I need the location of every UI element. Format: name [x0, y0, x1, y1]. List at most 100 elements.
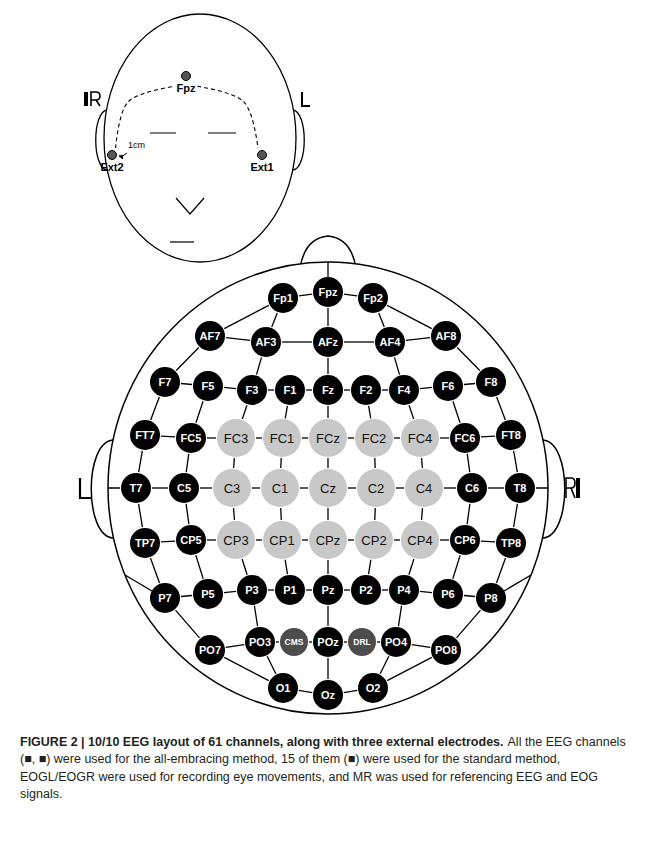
- eeg-electrode: CMS: [280, 628, 308, 656]
- electrode-label: Fpz: [177, 83, 196, 94]
- grid-line: [196, 401, 203, 423]
- electrode-label: P6: [441, 589, 454, 600]
- grid-line: [481, 435, 495, 437]
- eeg-electrode: AF4: [375, 327, 405, 357]
- electrode-label: C6: [465, 483, 479, 494]
- electrode-label: AF7: [200, 331, 221, 342]
- grid-line: [282, 341, 312, 342]
- eeg-electrode: P3: [237, 575, 267, 605]
- grid-line: [224, 305, 269, 328]
- electrode-label: P8: [484, 593, 497, 604]
- eeg-electrode: F5: [193, 371, 223, 401]
- grid-line: [161, 540, 175, 542]
- eeg-electrode: T8: [505, 473, 535, 503]
- ear-clip-symbol: [91, 92, 100, 106]
- grid-line: [409, 405, 414, 419]
- electrode-label: F3: [246, 385, 259, 396]
- electrode-label: PO8: [435, 645, 457, 656]
- eeg-electrode: O1: [268, 673, 298, 703]
- grid-line: [467, 504, 470, 524]
- grid-line: [302, 539, 308, 540]
- eeg-electrode: Fz: [313, 375, 343, 405]
- electrode-label: P2: [359, 585, 372, 596]
- eeg-electrode: FC4: [401, 419, 439, 457]
- grid-line: [464, 383, 475, 384]
- eeg-electrode: F3: [237, 375, 267, 405]
- eeg-electrode: POz: [313, 627, 343, 657]
- grid-line: [181, 383, 192, 384]
- grid-line: [186, 504, 189, 524]
- grid-line: [440, 539, 449, 540]
- eeg-electrode: FC1: [263, 419, 301, 457]
- eeg-electrode: TP8: [496, 528, 526, 558]
- electrode-label: F2: [360, 385, 373, 396]
- eeg-electrode: CPz: [309, 521, 347, 559]
- grid-line: [280, 458, 282, 468]
- eeg-electrode: FC5: [176, 423, 206, 453]
- grid-line: [464, 595, 475, 596]
- ear-clip-symbol: [576, 478, 580, 498]
- grid-line: [327, 406, 328, 418]
- grid-line: [242, 559, 247, 575]
- electrode-label: C2: [368, 482, 385, 495]
- head-outline: [108, 262, 548, 714]
- electrode-label: F1: [284, 385, 297, 396]
- electrode-label: C4: [416, 482, 433, 495]
- grid-line: [396, 487, 404, 488]
- electrode-label: CP6: [454, 535, 475, 546]
- electrode-label: CP5: [180, 535, 201, 546]
- mouth-line: [170, 241, 194, 242]
- eeg-electrode: F4: [389, 375, 419, 405]
- eeg-electrode: AF3: [251, 327, 281, 357]
- eeg-electrode: FC6: [450, 423, 480, 453]
- eeg-electrode: F1: [275, 375, 305, 405]
- grid-line: [139, 451, 143, 472]
- eeg-electrode: CP5: [176, 525, 206, 555]
- electrode-label: P7: [158, 593, 171, 604]
- grid-line: [139, 504, 143, 527]
- electrode-label: O2: [366, 683, 381, 694]
- eeg-electrode: P5: [193, 579, 223, 609]
- grid-line: [268, 389, 274, 390]
- grid-line: [374, 458, 376, 468]
- eeg-electrode: FT8: [496, 420, 526, 450]
- electrode-label: F5: [202, 381, 215, 392]
- electrode-label: Cz: [320, 482, 336, 495]
- reference-line: [108, 262, 548, 591]
- grid-line: [497, 397, 506, 420]
- grid-line: [272, 313, 277, 327]
- eeg-electrode: Fp2: [358, 283, 388, 313]
- electrode-label: Ext1: [250, 162, 273, 173]
- electrode-label: CMS: [285, 638, 304, 647]
- external-electrode: Ext2: [100, 150, 123, 173]
- electrode-label: Fpz: [319, 287, 338, 298]
- grid-line: [224, 657, 269, 680]
- grid-line: [299, 690, 312, 692]
- electrode-label: FT8: [501, 430, 521, 441]
- grid-line: [379, 313, 384, 327]
- electrode-label: FC1: [270, 432, 295, 445]
- grid-line: [186, 454, 189, 472]
- grid-line: [453, 401, 460, 423]
- grid-line: [456, 610, 480, 638]
- grid-line: [481, 540, 495, 542]
- grid-line: [256, 539, 262, 540]
- eeg-electrode: F8: [476, 367, 506, 397]
- electrode-label: F6: [442, 381, 455, 392]
- grid-line: [344, 690, 357, 692]
- grid-line: [377, 641, 380, 642]
- eeg-electrode: AFz: [313, 327, 343, 357]
- eeg-electrode: Oz: [313, 680, 343, 710]
- eeg-electrode: FT7: [130, 420, 160, 450]
- eeg-electrode: F7: [150, 367, 180, 397]
- grid-line: [348, 437, 354, 438]
- eeg-electrode: C5: [169, 473, 199, 503]
- grid-line: [300, 487, 308, 488]
- eeg-electrode: F2: [351, 375, 381, 405]
- grid-line: [233, 458, 235, 468]
- grid-line: [348, 539, 354, 540]
- eeg-electrode: CP1: [263, 521, 301, 559]
- grid-line: [242, 405, 247, 419]
- grid-line: [421, 458, 423, 468]
